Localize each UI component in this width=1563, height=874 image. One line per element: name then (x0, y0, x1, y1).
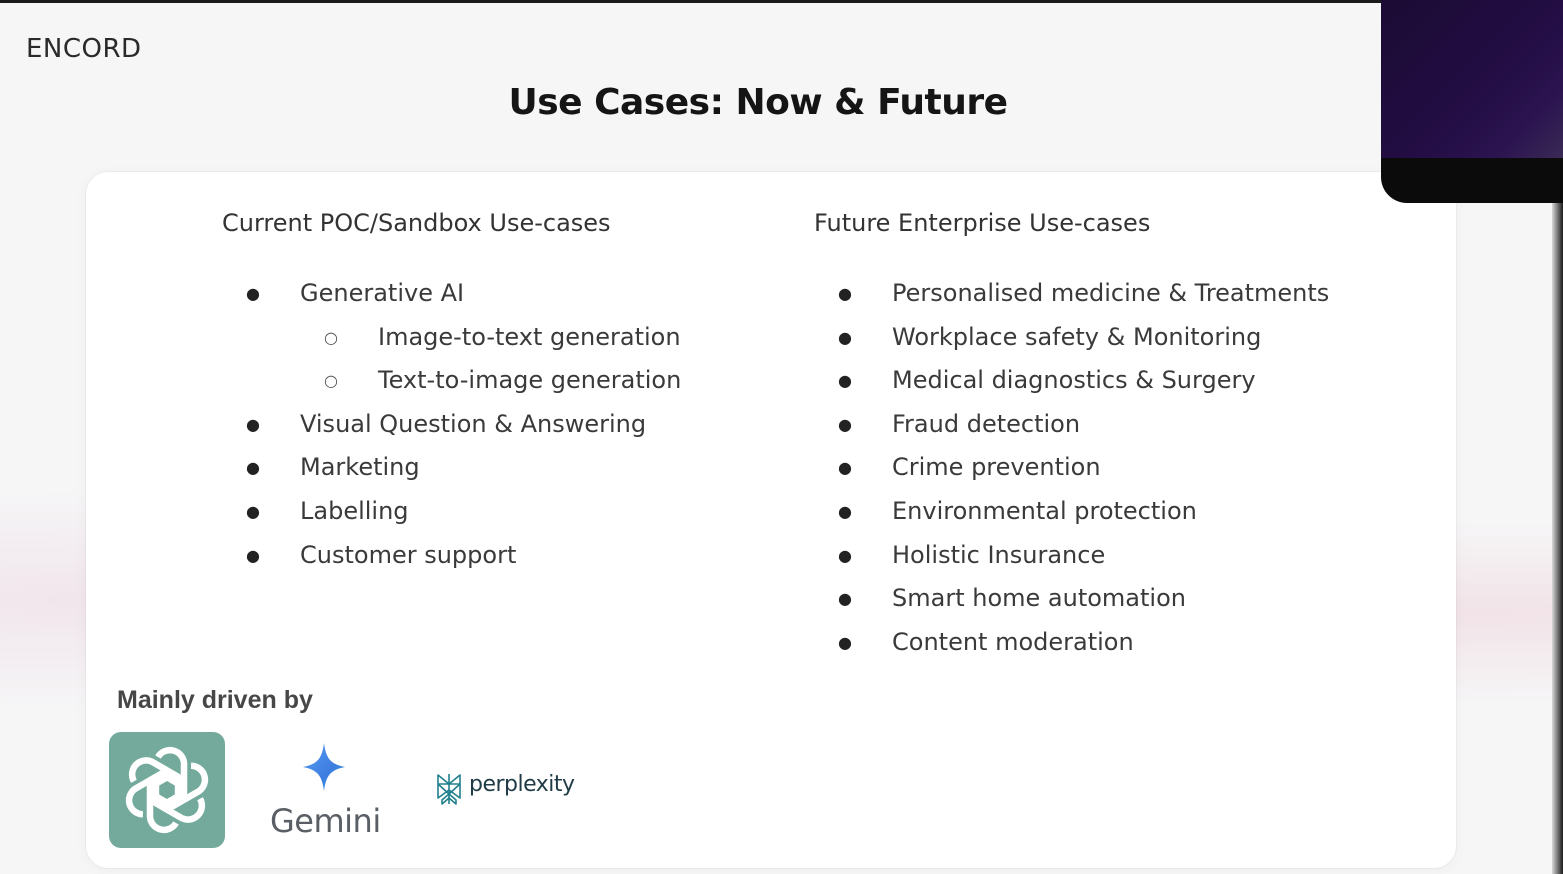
current-use-cases-heading: Current POC/Sandbox Use-cases (222, 209, 611, 237)
mainly-driven-by-label: Mainly driven by (117, 686, 313, 714)
video-thumbnail-panel (1381, 0, 1563, 203)
perplexity-logo-icon (434, 772, 464, 810)
encord-logo: ENCORD (26, 34, 142, 64)
video-feed (1381, 0, 1563, 158)
future-use-cases-heading: Future Enterprise Use-cases (814, 209, 1151, 237)
top-edge (0, 0, 1563, 3)
openai-logo-icon (109, 732, 225, 848)
gemini-star-icon (302, 742, 346, 796)
perplexity-wordmark: perplexity (469, 772, 575, 797)
content-card (86, 172, 1456, 868)
gemini-wordmark: Gemini (270, 802, 381, 840)
slide-title: Use Cases: Now & Future (508, 82, 1008, 123)
right-edge (1552, 203, 1563, 874)
